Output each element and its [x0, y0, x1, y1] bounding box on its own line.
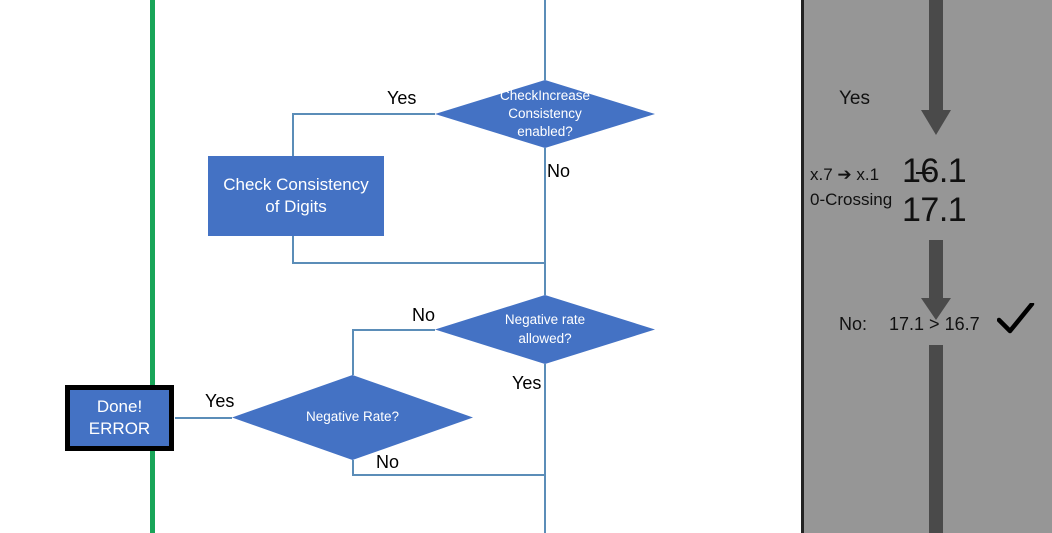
panel-values: 16.1 17.1 — [902, 152, 967, 230]
strikethrough-mark — [916, 172, 933, 175]
panel-row-labels: x.7 ➔ x.1 0-Crossing — [810, 163, 892, 212]
check-mark-icon — [997, 303, 1035, 334]
terminal-line-1: Done! — [96, 396, 143, 416]
panel-value-1-text: 16.1 — [902, 152, 967, 190]
process-line-2: of Digits — [265, 197, 327, 216]
edge-label-negative-rate-allowed-no: No — [412, 305, 436, 325]
panel-yes-label: Yes — [839, 88, 870, 109]
edge-label-check-increase-no: No — [547, 161, 571, 181]
process-check-consistency-of-digits[interactable]: Check Consistency of Digits — [208, 156, 384, 236]
process-line-1: Check Consistency — [223, 174, 369, 194]
panel-value-struck: 16.1 — [902, 152, 967, 191]
decision-check-increase-consistency[interactable]: CheckIncrease Consistency enabled? — [435, 80, 655, 148]
panel-row-label-zero-crossing: 0-Crossing — [810, 189, 893, 209]
green-divider-line — [150, 0, 155, 533]
panel-comparison-row: No: 17.1 > 16.7 — [839, 314, 980, 335]
decision-negative-rate[interactable]: Negative Rate? — [232, 375, 473, 460]
panel-comparison-prefix: No: — [839, 314, 868, 334]
terminal-done-error[interactable]: Done! ERROR — [65, 385, 174, 451]
panel-arrows — [921, 0, 951, 533]
panel-comparison-expression: 17.1 > 16.7 — [889, 314, 980, 334]
flowchart-connectors — [175, 0, 546, 533]
annotation-panel: Yes x.7 ➔ x.1 0-Crossing 16.1 17.1 No: 17… — [801, 0, 1052, 533]
decision-negative-rate-allowed[interactable]: Negative rate allowed? — [435, 295, 655, 364]
edge-label-negative-rate-allowed-yes: Yes — [512, 373, 542, 393]
edge-label-negative-rate-yes: Yes — [205, 391, 235, 411]
panel-value-2: 17.1 — [902, 191, 967, 230]
panel-row-label-rounding: x.7 ➔ x.1 — [810, 165, 880, 184]
edge-label-check-increase-yes: Yes — [387, 88, 417, 108]
edge-label-negative-rate-no: No — [376, 452, 400, 472]
terminal-line-2: ERROR — [88, 419, 151, 438]
